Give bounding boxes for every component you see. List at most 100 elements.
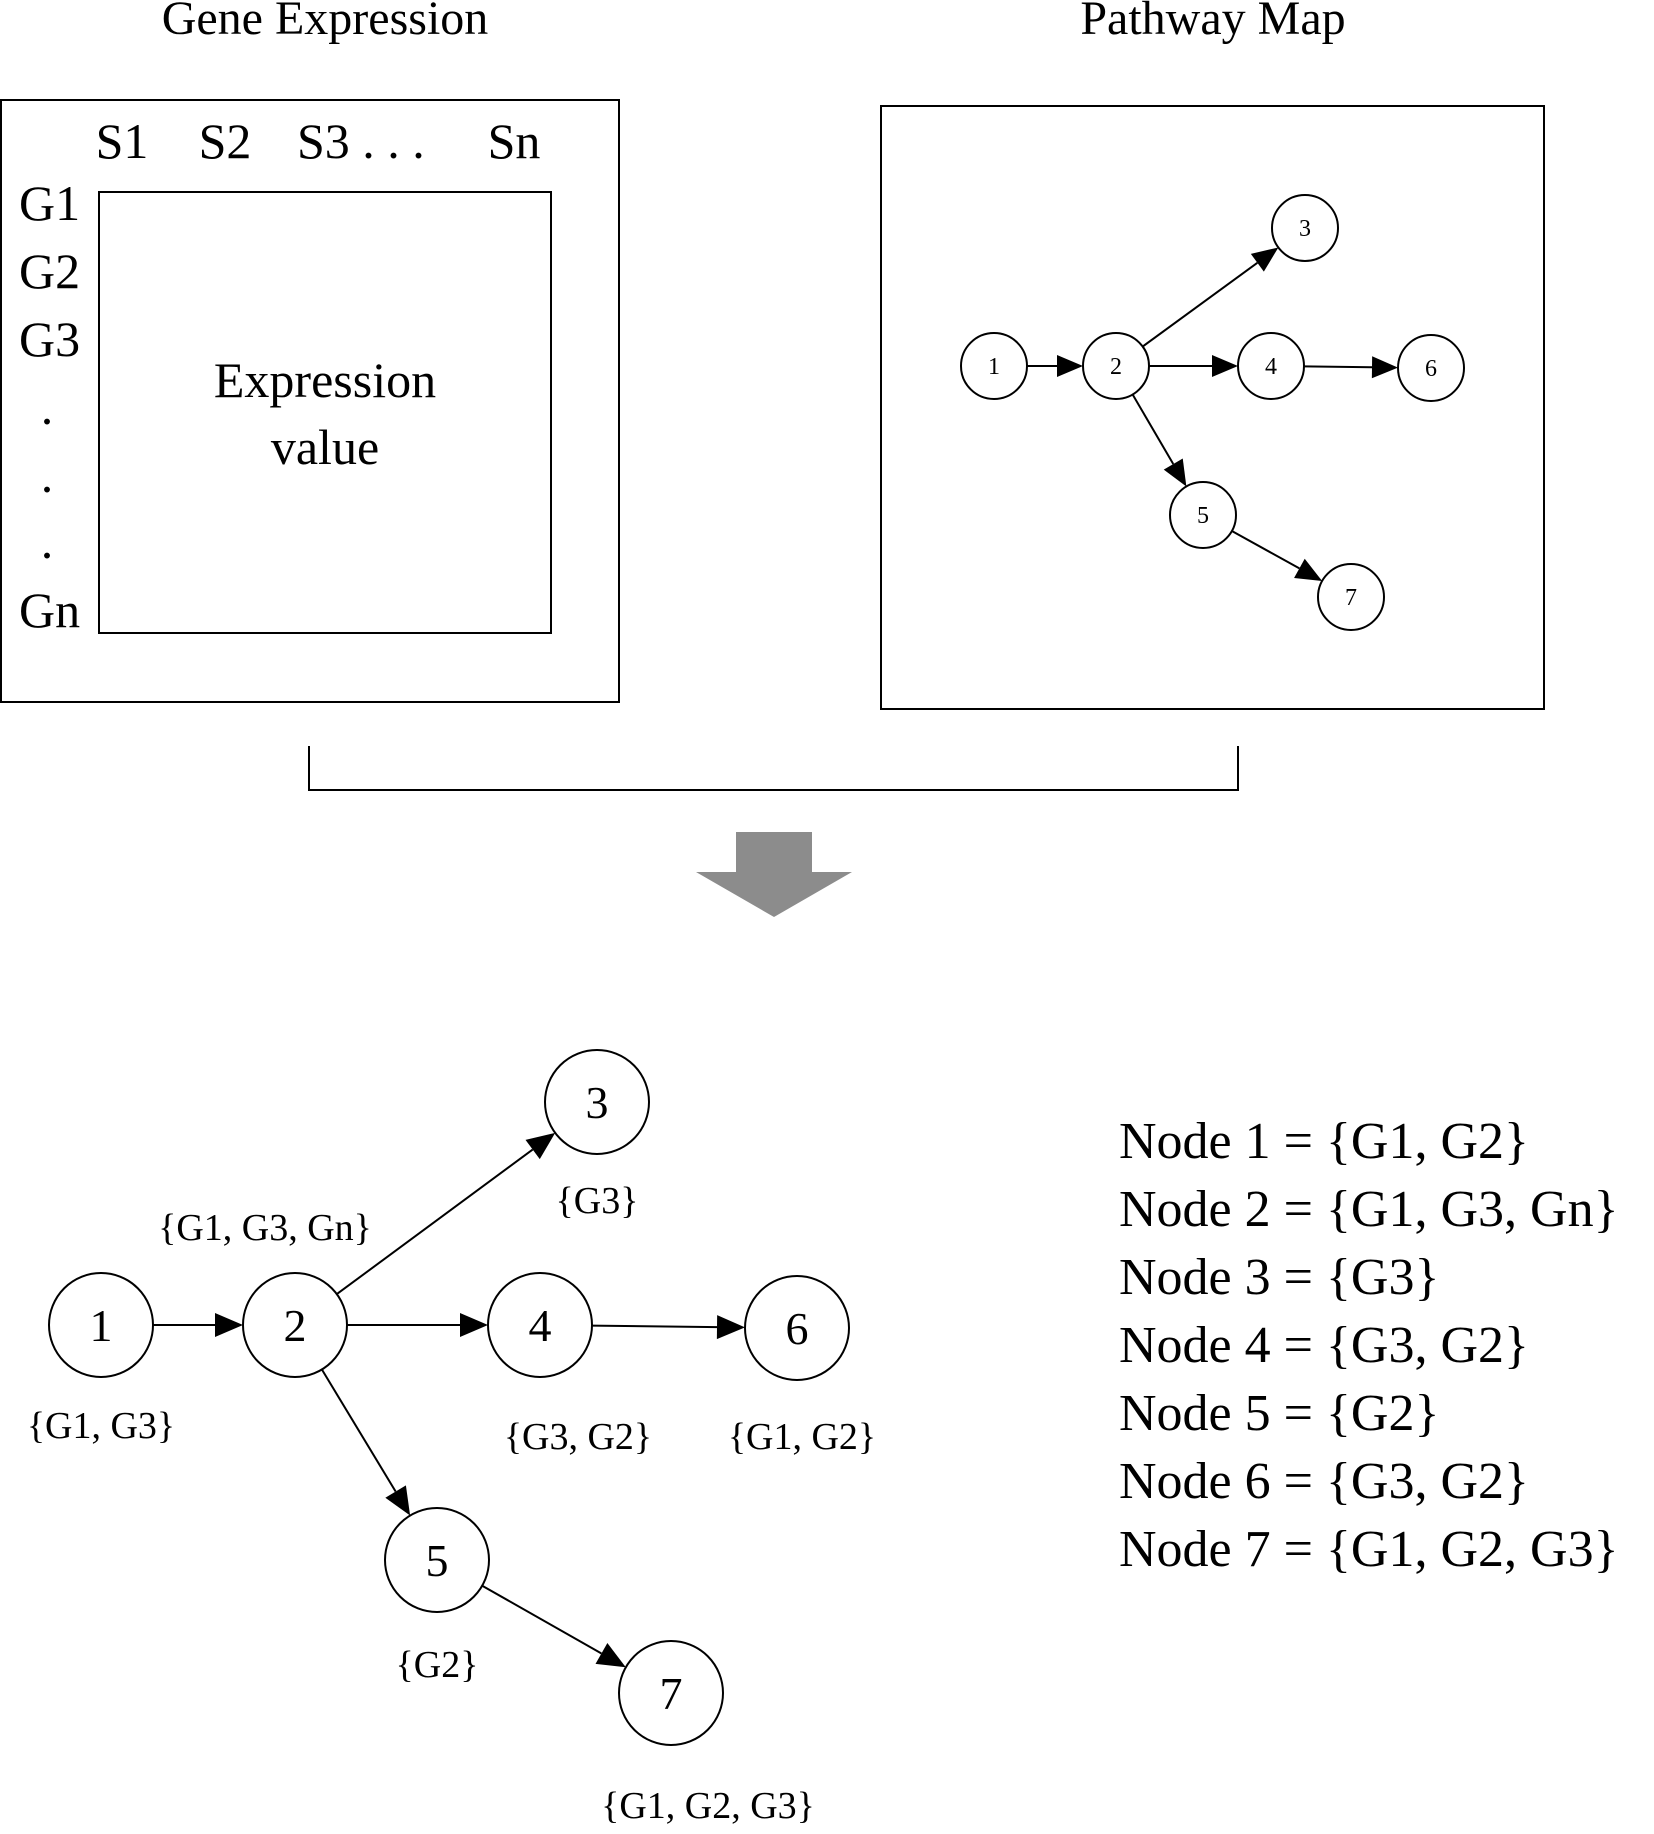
gene-expression-outer-box <box>0 99 620 703</box>
pathway-edge-4-6 <box>1303 356 1399 379</box>
pathway-node-3-circle <box>1271 194 1339 262</box>
result-node-7-genes: {G1, G2, G3} <box>601 1785 815 1827</box>
result-edge-2-4 <box>347 1313 488 1337</box>
down-arrow-icon <box>696 832 852 917</box>
gene-label-gn: Gn <box>19 582 80 638</box>
result-edge-2-3-line <box>336 1148 534 1295</box>
pathway-edge-2-4 <box>1149 355 1238 377</box>
merge-bracket <box>308 746 1239 791</box>
pathway-edge-2-5-arrowhead-icon <box>1163 458 1187 487</box>
node-list-item-4: Node 4 = {G3, G2} <box>1119 1317 1529 1374</box>
result-edge-1-2 <box>153 1313 243 1337</box>
pathway-edge-4-6-arrowhead-icon <box>1371 356 1399 379</box>
pathway-node-6-circle <box>1397 334 1465 402</box>
result-edge-5-7 <box>481 1584 626 1668</box>
pathway-edge-5-7 <box>1231 530 1323 582</box>
result-node-3-circle <box>544 1049 650 1155</box>
gene-label-g2: G2 <box>19 243 80 299</box>
result-node-1: 1 <box>48 1272 154 1378</box>
result-edge-4-6-line <box>591 1324 718 1329</box>
pathway-node-5: 5 <box>1169 481 1237 549</box>
result-edge-1-2-arrowhead-icon <box>215 1313 243 1337</box>
result-node-1-label: 1 <box>90 1300 113 1351</box>
result-node-5-genes: {G2} <box>396 1644 479 1686</box>
node-list-item-6: Node 6 = {G3, G2} <box>1119 1453 1529 1510</box>
gene-expression-title: Gene Expression <box>162 0 489 45</box>
pathway-node-7-label: 7 <box>1345 585 1357 611</box>
pathway-node-6-label: 6 <box>1425 356 1437 382</box>
node-list-item-5: Node 5 = {G2} <box>1119 1385 1439 1442</box>
result-graph: 1 {G1, G3} 2 {G1, G3, Gn} 3 {G3} 4 {G3, G2} 5 {G2… <box>27 1049 876 1827</box>
pathway-node-5-circle <box>1169 481 1237 549</box>
result-node-1-genes: {G1, G3} <box>27 1405 175 1447</box>
result-node-7: 7 <box>618 1640 724 1746</box>
result-node-3-label: 3 <box>586 1077 609 1128</box>
sample-header-s3: S3 . . . <box>297 113 425 169</box>
result-node-3-genes: {G3} <box>556 1180 639 1222</box>
result-node-2: 2 <box>242 1272 348 1378</box>
pathway-edge-2-5-line <box>1131 393 1175 465</box>
result-node-4-genes: {G3, G2} <box>504 1416 652 1458</box>
result-node-6-genes: {G1, G2} <box>728 1416 876 1458</box>
pathway-map-graph: 1 2 3 4 5 6 7 <box>960 194 1465 631</box>
pathway-node-2-label: 2 <box>1110 354 1122 380</box>
gene-label-g3: G3 <box>19 311 80 367</box>
sample-header-s2: S2 <box>199 113 252 169</box>
result-node-2-label: 2 <box>284 1300 307 1351</box>
pathway-node-4-circle <box>1237 332 1305 400</box>
result-edge-4-6-arrowhead-icon <box>716 1315 746 1340</box>
gene-label-dot-3: . <box>41 513 54 569</box>
gene-label-g1: G1 <box>19 175 80 231</box>
pathway-node-7: 7 <box>1317 563 1385 631</box>
gene-label-dot-1: . <box>41 379 54 435</box>
expression-matrix-box <box>98 191 552 634</box>
node-list-item-1: Node 1 = {G1, G2} <box>1119 1113 1529 1170</box>
expression-value-line-2: value <box>271 419 379 475</box>
node-list-item-7: Node 7 = {G1, G2, G3} <box>1119 1521 1619 1578</box>
pathway-edge-1-2 <box>1027 355 1083 377</box>
result-edge-5-7-line <box>481 1584 602 1655</box>
pathway-map-box <box>880 105 1545 710</box>
result-edge-2-3 <box>336 1132 556 1295</box>
result-node-6-circle <box>744 1275 850 1381</box>
pathway-node-1-circle <box>960 332 1028 400</box>
pathway-map-panel: Pathway Map 1 2 3 4 5 6 7 <box>880 0 1545 710</box>
result-node-4-label: 4 <box>529 1300 552 1351</box>
pathway-edge-5-7-arrowhead-icon <box>1294 558 1323 582</box>
pathway-edge-4-6-line <box>1303 365 1373 369</box>
node-list: Node 1 = {G1, G2} Node 2 = {G1, G3, Gn} … <box>1119 1113 1619 1578</box>
pathway-node-5-label: 5 <box>1197 503 1209 529</box>
pathway-map-title: Pathway Map <box>1080 0 1345 45</box>
result-edge-2-3-arrowhead-icon <box>525 1132 556 1160</box>
gene-expression-panel: Gene Expression S1 S2 S3 . . . Sn G1 G2 … <box>0 0 620 703</box>
result-node-2-genes: {G1, G3, Gn} <box>158 1207 372 1249</box>
result-edge-2-5 <box>321 1368 411 1516</box>
pathway-node-3-label: 3 <box>1299 216 1311 242</box>
pathway-node-4: 4 <box>1237 332 1305 400</box>
pathway-node-1-label: 1 <box>988 354 1000 380</box>
pathway-node-3: 3 <box>1271 194 1339 262</box>
result-edge-4-6 <box>591 1315 746 1340</box>
pathway-edge-2-3 <box>1142 247 1279 348</box>
result-node-5-circle <box>384 1507 490 1613</box>
result-node-5: 5 <box>384 1507 490 1613</box>
sample-header-s1: S1 <box>96 113 149 169</box>
result-node-1-circle <box>48 1272 154 1378</box>
pathway-node-4-label: 4 <box>1265 354 1277 380</box>
result-node-5-label: 5 <box>426 1535 449 1586</box>
result-node-6: 6 <box>744 1275 850 1381</box>
pathway-edge-1-2-arrowhead-icon <box>1057 355 1083 377</box>
result-edge-5-7-arrowhead-icon <box>595 1643 626 1668</box>
node-list-item-2: Node 2 = {G1, G3, Gn} <box>1119 1181 1619 1238</box>
sample-header-sn: Sn <box>488 113 541 169</box>
pathway-edge-2-4-arrowhead-icon <box>1212 355 1238 377</box>
pathway-node-7-circle <box>1317 563 1385 631</box>
pathway-node-2-circle <box>1082 332 1150 400</box>
result-node-7-label: 7 <box>660 1668 683 1719</box>
result-node-4-circle <box>487 1272 593 1378</box>
pathway-node-1: 1 <box>960 332 1028 400</box>
pathway-edge-2-3-arrowhead-icon <box>1250 247 1279 272</box>
result-edge-2-4-arrowhead-icon <box>460 1313 488 1337</box>
pathway-edge-5-7-line <box>1231 530 1300 570</box>
